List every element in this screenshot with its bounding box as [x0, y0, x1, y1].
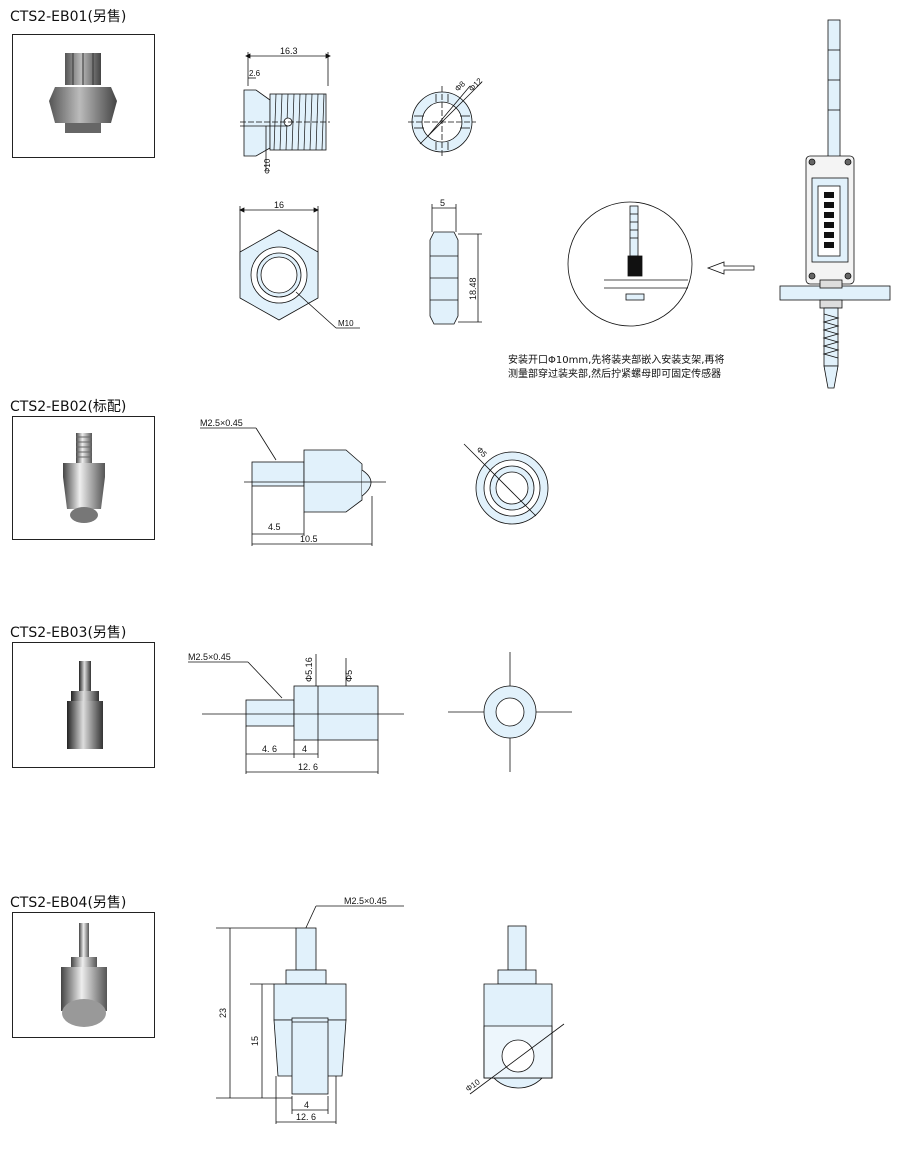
- eb03-photo-frame: [12, 642, 155, 768]
- eb01-install-note-line1: 安装开口Φ10mm,先将装夹部嵌入安装支架,再将: [508, 355, 725, 366]
- eb03-dim-total: 12. 6: [298, 762, 318, 772]
- eb04-side-drawing: M2.5×0.45 23 15 4 12. 6: [216, 896, 404, 1124]
- eb01-dim-nut-width: 5: [440, 198, 445, 208]
- eb04-roller-photo: [61, 923, 107, 1027]
- eb03-dim-thread: M2.5×0.45: [188, 652, 231, 662]
- eb01-collet-photo: [49, 53, 117, 133]
- eb01-dim-nut-height: 18.48: [468, 277, 478, 300]
- eb04-photo-frame: [12, 912, 155, 1038]
- eb01-dim-length: 16.3: [280, 46, 298, 56]
- eb02-side-drawing: M2.5×0.45 4.5 10.5: [200, 418, 386, 546]
- section-title-eb02: CTS2-EB02(标配): [10, 399, 127, 415]
- section-title-eb04: CTS2-EB04(另售): [10, 895, 127, 911]
- eb03-dim-d516: Φ5.16: [304, 657, 314, 682]
- eb04-dim-d10: Φ10: [464, 1077, 482, 1093]
- eb04-dim-thread: M2.5×0.45: [344, 896, 387, 906]
- eb02-end-drawing: Φ5: [463, 443, 549, 525]
- eb01-dim-dia: Φ10: [263, 158, 272, 174]
- eb04-front-drawing: Φ10: [464, 925, 565, 1095]
- eb02-dim-a: 4.5: [268, 522, 281, 532]
- eb03-dim-d5: Φ5: [344, 670, 354, 682]
- eb03-dim-a: 4. 6: [262, 744, 277, 754]
- eb04-dim-h: 23: [218, 1008, 228, 1018]
- eb03-side-drawing: M2.5×0.45 Φ5.16 Φ5 4. 6 4 12. 6: [188, 652, 404, 774]
- eb04-dim-h15: 15: [250, 1036, 260, 1046]
- eb01-install-note-line2: 测量部穿过装夹部,然后拧紧螺母即可固定传感器: [508, 369, 722, 380]
- eb01-dim-thread: M10: [338, 319, 354, 328]
- eb02-photo-frame: [12, 416, 155, 540]
- eb01-dim-hex: 16: [274, 200, 284, 210]
- eb01-dim-d12: Φ12: [467, 76, 485, 94]
- eb02-tip-photo: [63, 433, 105, 523]
- eb02-dim-thread: M2.5×0.45: [200, 418, 243, 428]
- eb02-dim-total: 10.5: [300, 534, 318, 544]
- eb01-photo-frame: [12, 34, 155, 158]
- eb01-dim-flange: 2.6: [249, 69, 261, 78]
- eb03-dim-b: 4: [302, 744, 307, 754]
- section-title-eb01: CTS2-EB01(另售): [10, 9, 127, 25]
- eb01-install-detail-drawing: [567, 201, 755, 327]
- eb01-install-note: 安装开口Φ10mm,先将装夹部嵌入安装支架,再将 测量部穿过装夹部,然后拧紧螺母…: [508, 354, 798, 382]
- eb01-hex-nut-side-drawing: 5 18.48: [429, 198, 482, 325]
- eb01-sensor-lcd-digits: [824, 192, 834, 248]
- eb03-end-drawing: [448, 652, 572, 772]
- section-title-eb03: CTS2-EB03(另售): [10, 625, 127, 641]
- eb03-tip-photo: [67, 661, 103, 749]
- eb04-dim-w4: 4: [304, 1100, 309, 1110]
- eb01-collet-end-drawing: Φ8 Φ12: [408, 76, 485, 158]
- eb04-dim-w126: 12. 6: [296, 1112, 316, 1122]
- eb01-collet-side-drawing: 16.3 2.6 Φ10: [240, 46, 331, 174]
- eb01-sensor-drawing: [779, 19, 891, 389]
- eb01-hex-nut-face-drawing: 16 M10: [239, 200, 360, 329]
